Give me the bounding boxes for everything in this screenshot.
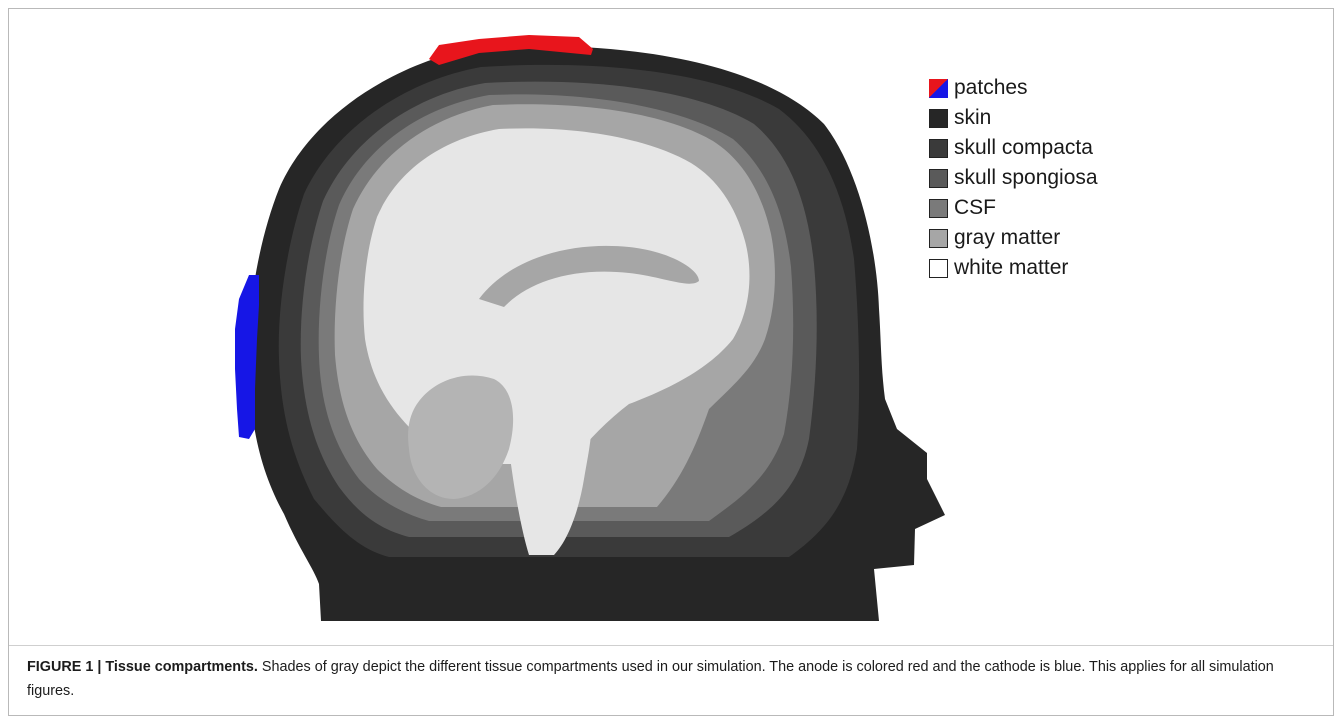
skull-compacta-swatch	[929, 139, 948, 158]
legend-item-csf: CSF	[929, 193, 1098, 223]
figure-caption: FIGURE 1 | Tissue compartments. Shades o…	[27, 655, 1317, 703]
head-sagittal-illustration	[9, 9, 1333, 649]
legend: patches skin skull compacta skull spongi…	[929, 73, 1098, 283]
skin-swatch	[929, 109, 948, 128]
legend-label: skull compacta	[954, 136, 1093, 160]
legend-item-skull-spongiosa: skull spongiosa	[929, 163, 1098, 193]
legend-label: white matter	[954, 256, 1068, 280]
caption-divider	[9, 645, 1333, 646]
figure-label: FIGURE 1 |	[27, 659, 105, 675]
legend-label: CSF	[954, 196, 996, 220]
gray-matter-swatch	[929, 229, 948, 248]
legend-item-skin: skin	[929, 103, 1098, 133]
legend-item-gray-matter: gray matter	[929, 223, 1098, 253]
csf-swatch	[929, 199, 948, 218]
legend-label: skin	[954, 106, 991, 130]
skull-spongiosa-swatch	[929, 169, 948, 188]
legend-item-skull-compacta: skull compacta	[929, 133, 1098, 163]
legend-item-white-matter: white matter	[929, 253, 1098, 283]
figure-frame: patches skin skull compacta skull spongi…	[8, 8, 1334, 716]
white-matter-swatch	[929, 259, 948, 278]
legend-label: skull spongiosa	[954, 166, 1098, 190]
figure-title: Tissue compartments.	[105, 659, 258, 675]
legend-label: gray matter	[954, 226, 1060, 250]
legend-item-patches: patches	[929, 73, 1098, 103]
patches-swatch	[929, 79, 948, 98]
legend-label: patches	[954, 76, 1028, 100]
